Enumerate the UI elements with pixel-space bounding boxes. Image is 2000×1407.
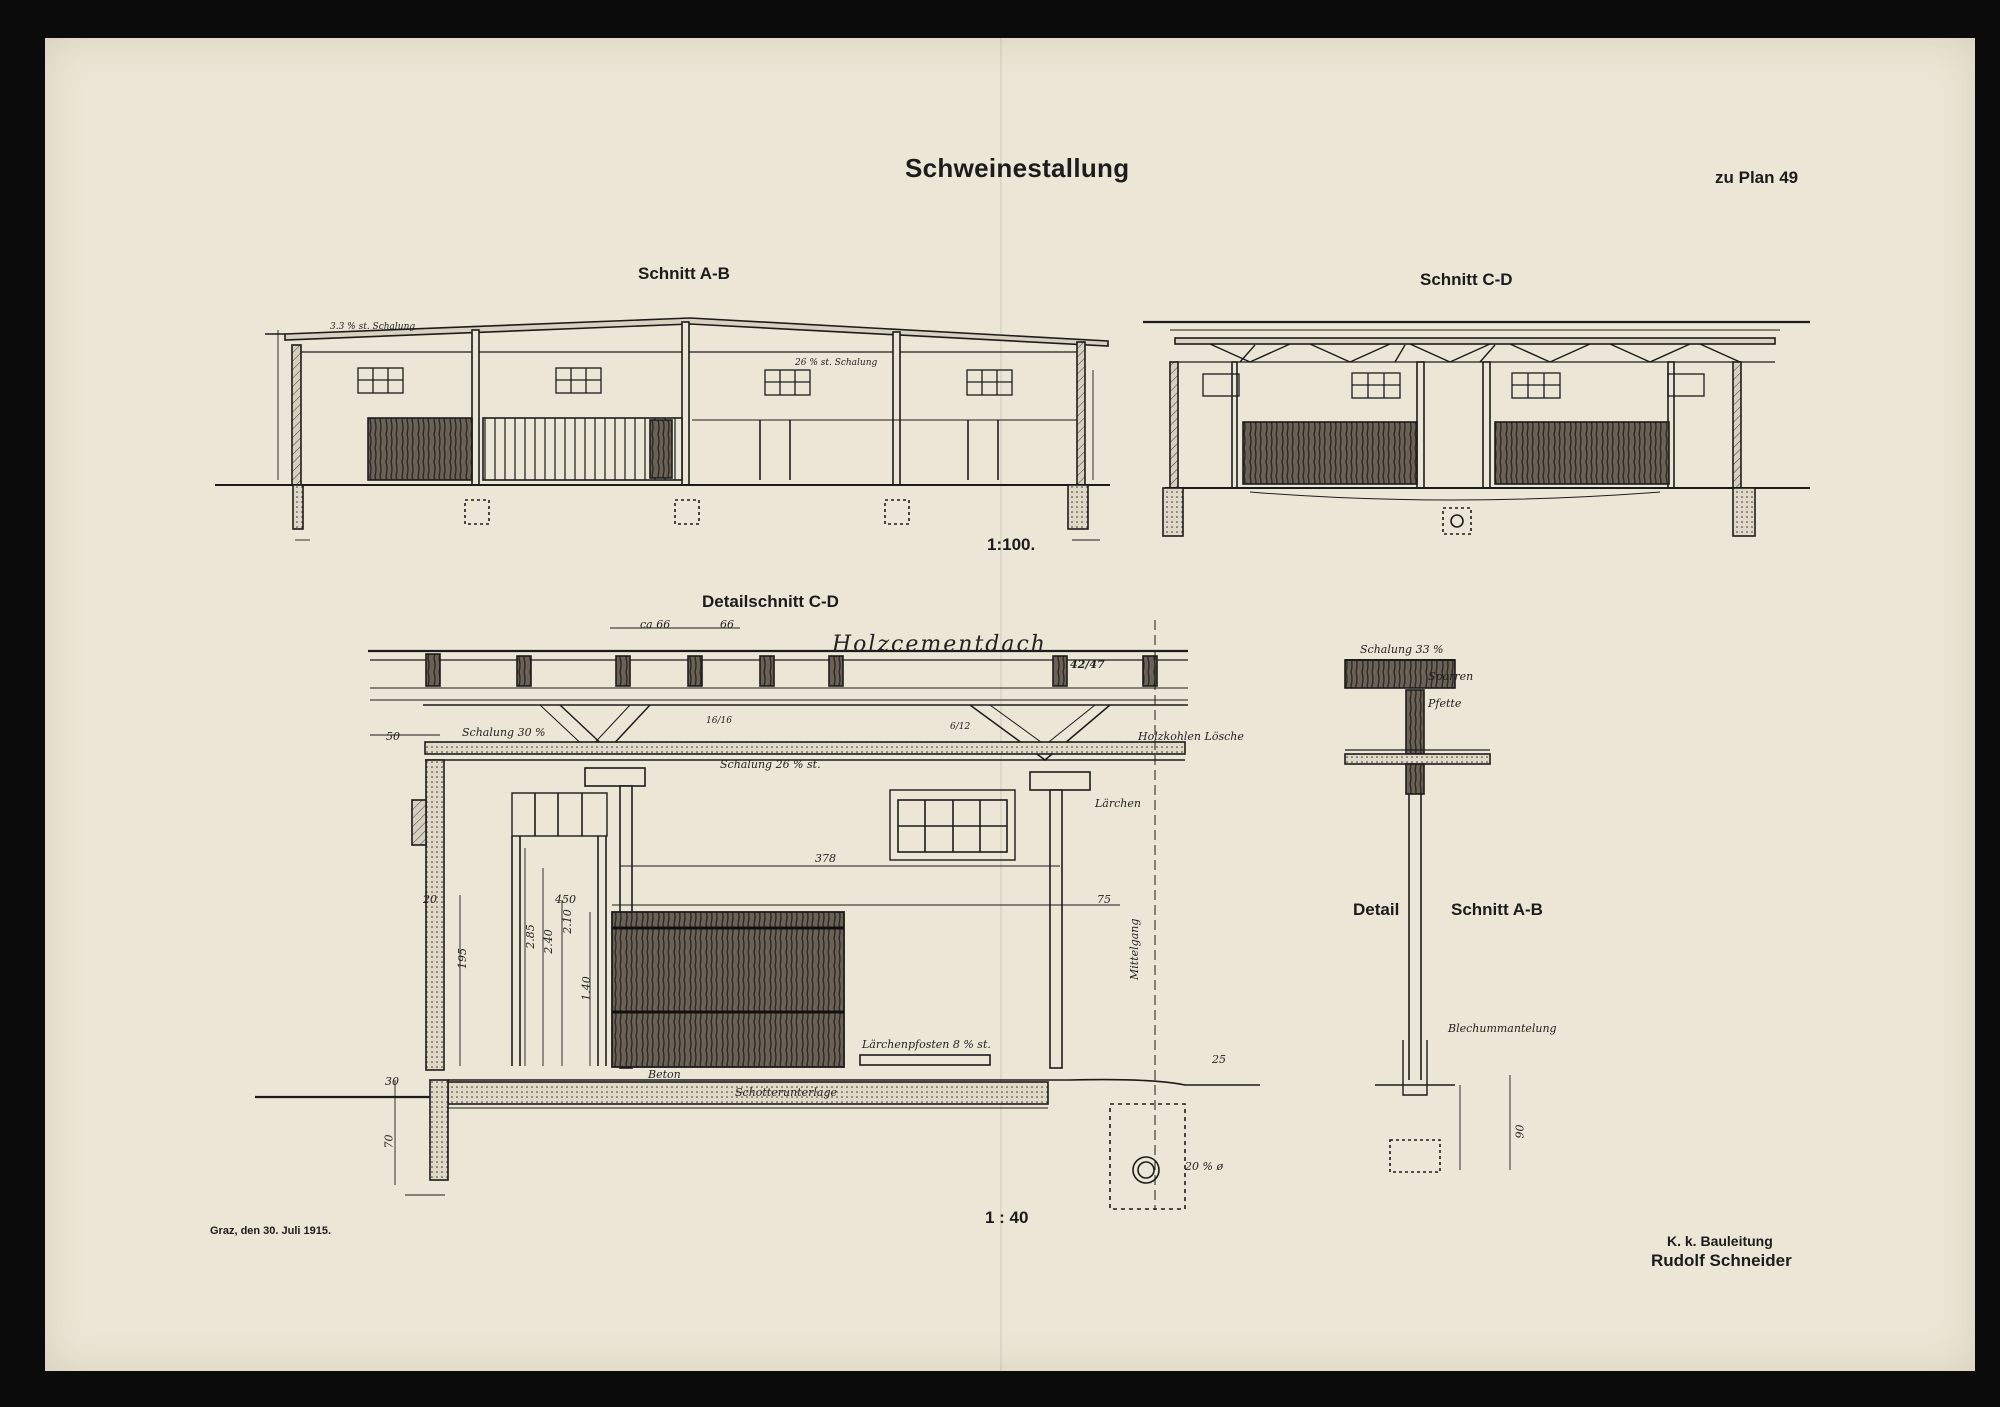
annotation-pfette: Pfette <box>1428 697 1462 710</box>
detail-ab-drawing <box>1344 659 1511 1173</box>
section-ab-title: Schnitt A-B <box>638 264 730 283</box>
annotation-schalung-33: Schalung 33 % <box>1360 643 1444 656</box>
dim-450: 450 <box>555 893 576 906</box>
dim-25: 25 <box>1212 1053 1226 1066</box>
annotation-ab-schalung2: 26 % st. Schalung <box>795 358 878 368</box>
scale-1-40: 1 : 40 <box>985 1208 1029 1227</box>
dim-50: 50 <box>386 730 400 743</box>
annotation-beton: Beton <box>648 1068 681 1081</box>
detail-cd-title: Detailschnitt C-D <box>702 592 839 611</box>
dim-75: 75 <box>1097 893 1111 906</box>
dim-ca66: ca 66 <box>640 618 671 631</box>
annotation-rohr: 20 % ø <box>1185 1160 1224 1173</box>
dim-1616: 16/16 <box>706 716 732 726</box>
annotation-schalung-26: Schalung 26 % st. <box>720 758 821 771</box>
annotation-sparren: Sparren <box>1428 670 1474 683</box>
dim-210: 2.10 <box>560 909 574 934</box>
annotation-ab-schalung: 3.3 % st. Schalung <box>330 322 416 332</box>
dim-20: 20 <box>423 893 437 906</box>
detail-cd-drawing <box>255 620 1260 1210</box>
annotation-laerchenpfosten: Lärchenpfosten 8 % st. <box>862 1038 991 1051</box>
dim-140: 1.40 <box>579 976 593 1001</box>
dim-612: 6/12 <box>950 722 971 732</box>
dim-378: 378 <box>815 852 836 865</box>
dim-66: 66 <box>720 618 734 631</box>
dim-70: 70 <box>382 1134 396 1149</box>
dim-285: 2.85 <box>523 924 537 949</box>
annotation-holzkohlen: Holzkohlen Lösche <box>1138 730 1244 743</box>
signature-office: K. k. Bauleitung <box>1667 1233 1773 1249</box>
dim-240: 2.40 <box>541 929 555 954</box>
section-cd-title: Schnitt C-D <box>1420 270 1513 289</box>
signature-name: Rudolf Schneider <box>1651 1251 1792 1270</box>
annotation-schotter: Schotterunterlage <box>735 1086 837 1099</box>
annotation-roof: Holzcementdach <box>832 632 1047 657</box>
annotation-schalung-30: Schalung 30 % <box>462 726 546 739</box>
dim-195: 195 <box>456 948 469 969</box>
dim-30: 30 <box>385 1075 399 1088</box>
section-ab-drawing <box>215 317 1110 541</box>
annotation-laerchen: Lärchen <box>1095 797 1141 810</box>
annotation-blechummantelung: Blechummantelung <box>1448 1022 1557 1035</box>
detail-ab-word-section: Schnitt A-B <box>1451 900 1543 919</box>
section-cd-drawing <box>1143 320 1810 537</box>
scale-1-100: 1:100. <box>987 535 1036 554</box>
plan-reference: zu Plan 49 <box>1715 168 1799 187</box>
dim-90: 90 <box>1513 1124 1527 1139</box>
date-line: Graz, den 30. Juli 1915. <box>210 1225 332 1237</box>
dim-4247: 42/47 <box>1070 658 1105 671</box>
drawing-title: Schweinestallung <box>905 153 1130 183</box>
annotation-mittelgang: Mittelgang <box>1128 918 1141 980</box>
detail-ab-word-detail: Detail <box>1353 900 1400 919</box>
